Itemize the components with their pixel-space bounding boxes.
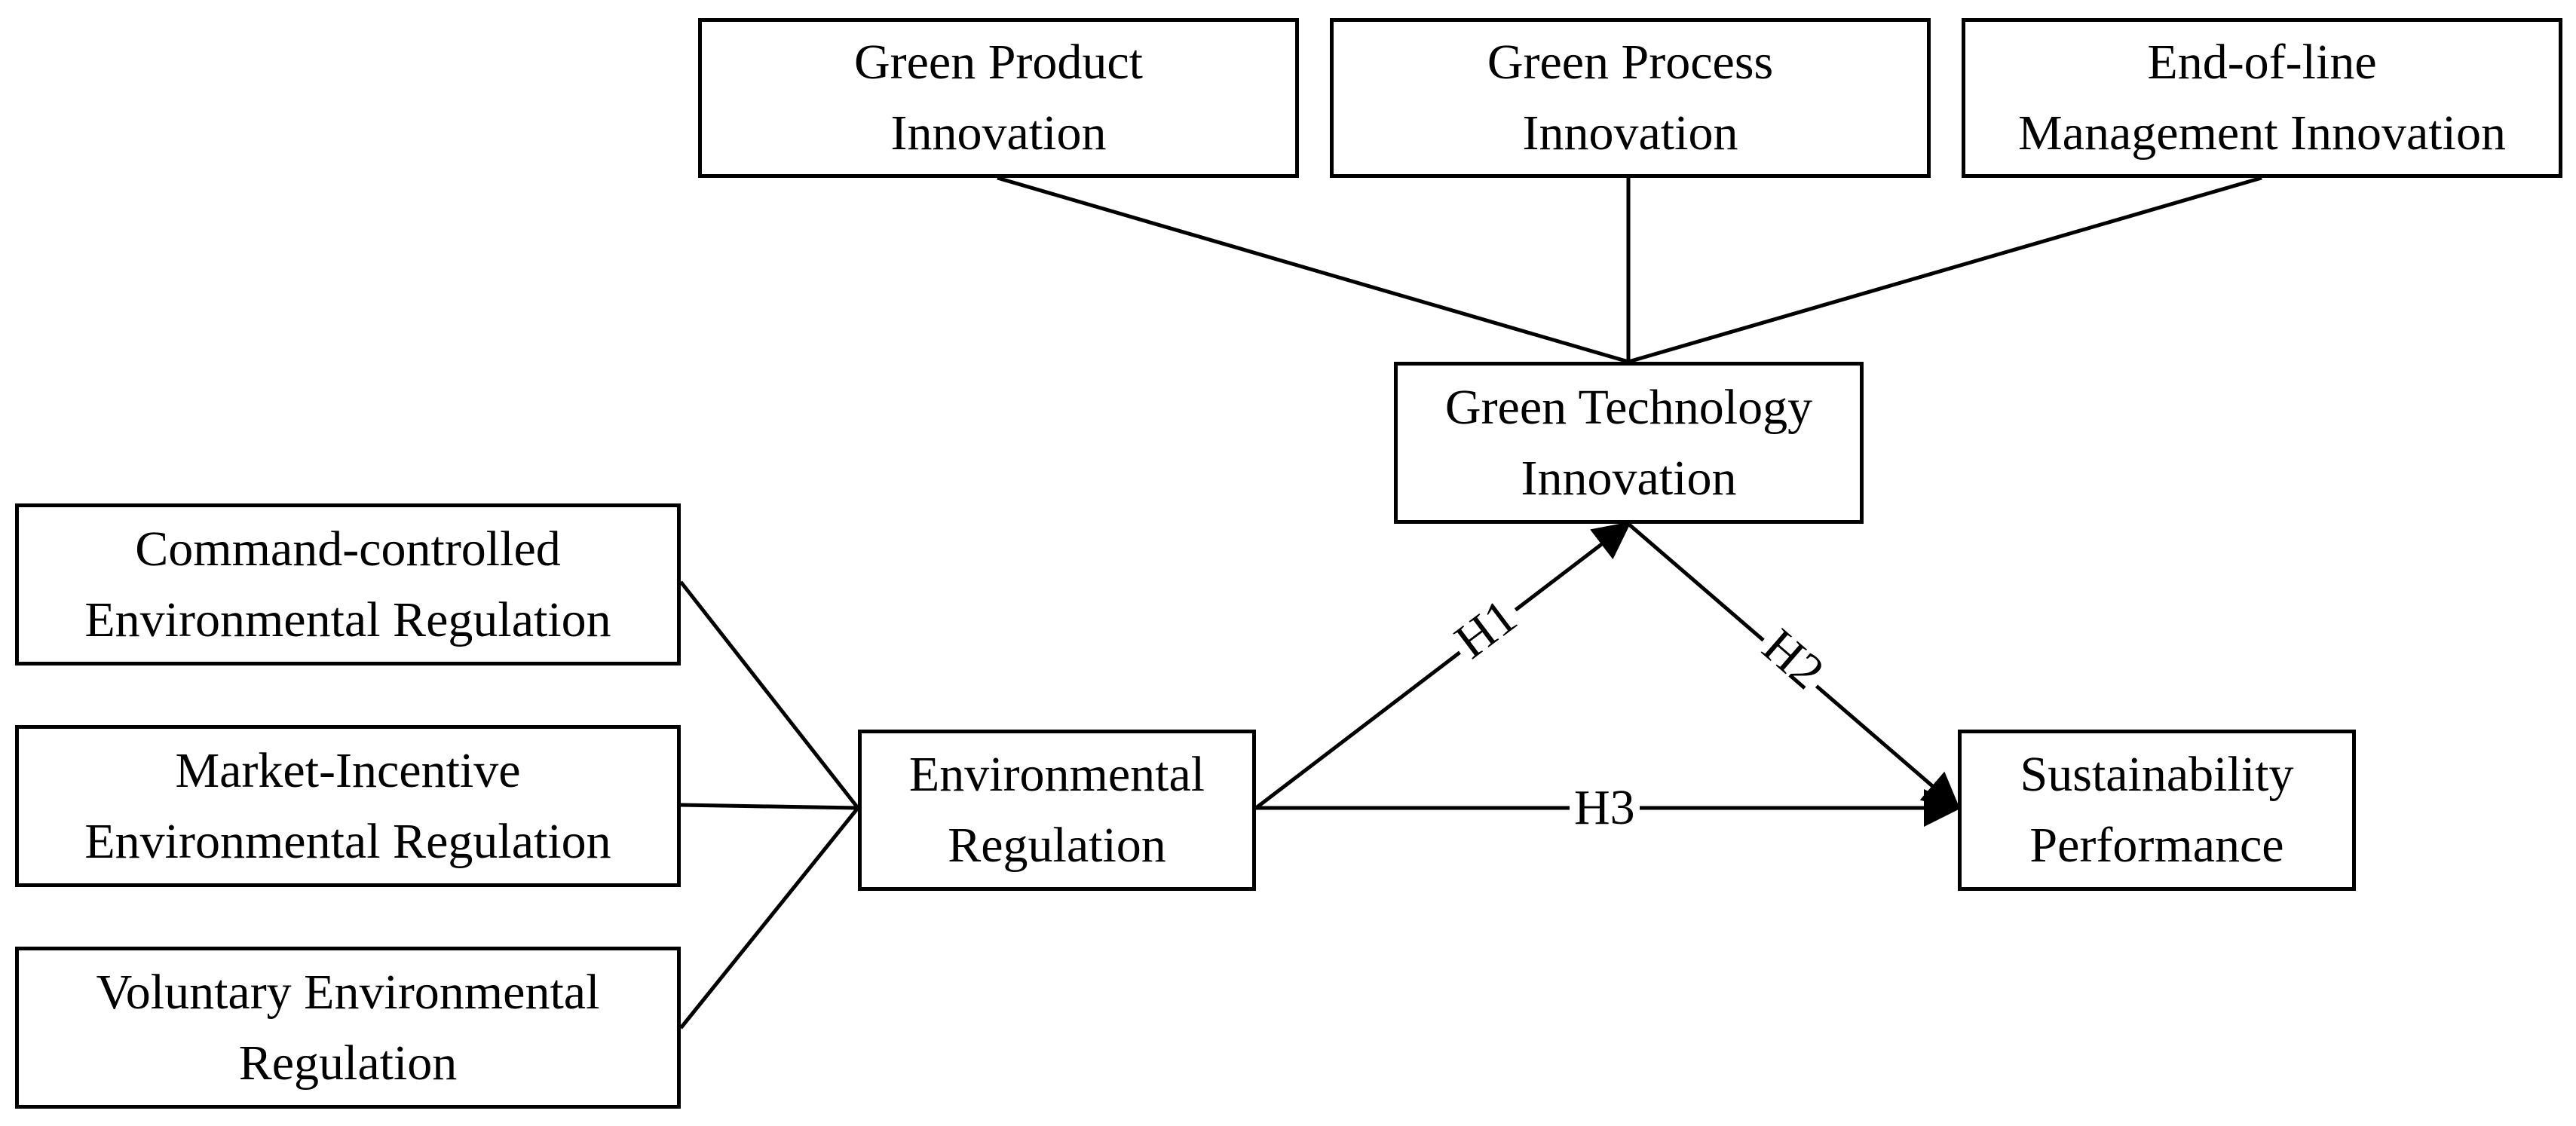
box-label-line1: Environmental bbox=[908, 747, 1205, 802]
end-of-line-management-innovation-box: End-of-line Management Innovation bbox=[1962, 18, 2562, 178]
box-label-line1: Voluntary Environmental bbox=[96, 964, 600, 1020]
box-label-line1: Green Technology bbox=[1444, 379, 1813, 435]
box-label-line1: Green Product bbox=[853, 35, 1144, 90]
connector-end-of-line-to-gti bbox=[1628, 176, 2262, 364]
environmental-regulation-box: Environmental Regulation bbox=[858, 730, 1256, 891]
sustainability-performance-box: Sustainability Performance bbox=[1958, 730, 2356, 891]
command-controlled-regulation-box: Command-controlled Environmental Regulat… bbox=[15, 503, 681, 666]
box-label-line1: Green Process bbox=[1487, 35, 1774, 90]
box-label-line2: Innovation bbox=[1522, 106, 1738, 161]
box-label-line1: Command-controlled bbox=[135, 521, 561, 577]
arrow-h1 bbox=[1254, 521, 1631, 809]
box-label-line2: Environmental Regulation bbox=[84, 813, 611, 869]
connector-voluntary-to-er bbox=[679, 806, 859, 1030]
green-technology-innovation-box: Green Technology Innovation bbox=[1394, 362, 1864, 524]
box-label-line2: Regulation bbox=[238, 1035, 458, 1091]
box-label-line2: Innovation bbox=[890, 106, 1107, 161]
hypothesis-label-h3: H3 bbox=[1570, 782, 1640, 834]
connector-command-to-er bbox=[679, 580, 859, 809]
box-label-line2: Regulation bbox=[948, 818, 1166, 873]
box-label-line1: Market-Incentive bbox=[175, 742, 521, 798]
box-label-line2: Innovation bbox=[1521, 450, 1737, 506]
green-process-innovation-box: Green Process Innovation bbox=[1330, 18, 1931, 178]
box-label-line2: Management Innovation bbox=[2018, 106, 2506, 161]
connector-green-product-to-gti bbox=[997, 176, 1629, 364]
box-label-line2: Environmental Regulation bbox=[84, 592, 611, 647]
green-product-innovation-box: Green Product Innovation bbox=[698, 18, 1299, 178]
box-label-line1: End-of-line bbox=[2147, 35, 2377, 90]
box-label-line2: Performance bbox=[2029, 818, 2284, 873]
voluntary-regulation-box: Voluntary Environmental Regulation bbox=[15, 947, 681, 1109]
market-incentive-regulation-box: Market-Incentive Environmental Regulatio… bbox=[15, 725, 681, 887]
connector-market-to-er bbox=[680, 803, 859, 810]
box-label-line1: Sustainability bbox=[2020, 747, 2294, 802]
